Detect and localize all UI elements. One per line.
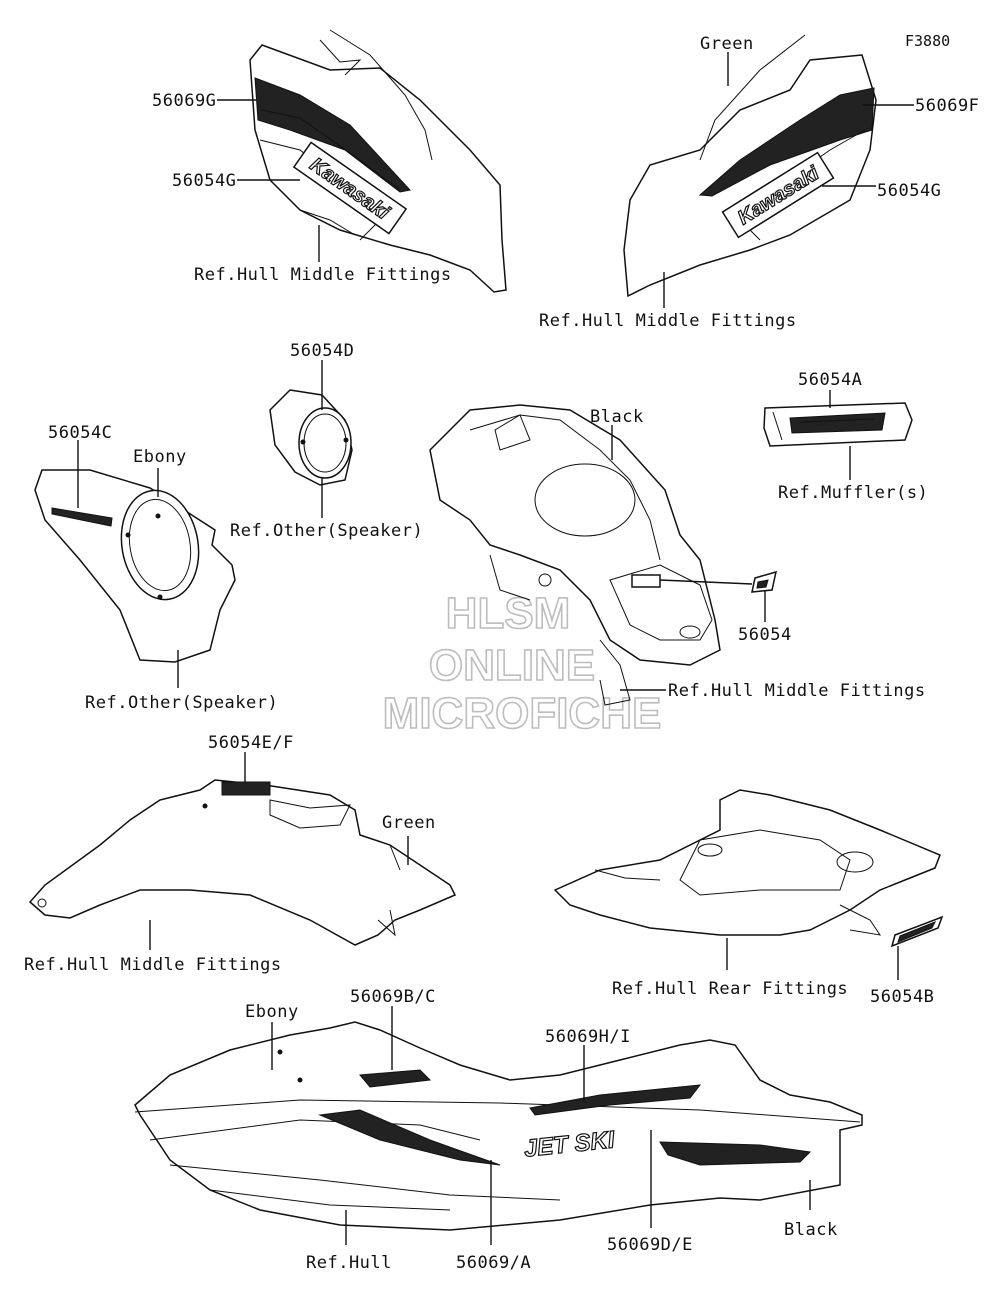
label-56054EF: 56054E/F [208,733,294,753]
watermark: HLSM ONLINE MICROFICHE [382,588,662,739]
label-56069DE: 56069D/E [607,1235,693,1255]
label-ref-hull-middle-left: Ref.Hull Middle Fittings [194,265,452,285]
label-ref-hull-middle-right: Ref.Hull Middle Fittings [539,311,797,331]
label-ref-hull-rear: Ref.Hull Rear Fittings [612,979,848,999]
label-green-top: Green [700,34,754,54]
label-56069BC: 56069B/C [350,987,436,1007]
label-green-mid: Green [382,813,436,833]
label-56054B: 56054B [870,987,934,1007]
decal-56054B [890,915,944,948]
label-56054G-left: 56054G [172,171,236,191]
figure-id: F3880 [905,32,950,50]
hull: JET SKI [134,1021,863,1231]
label-56054A: 56054A [798,370,862,390]
label-56054C: 56054C [48,423,112,443]
label-ref-other-speaker-left: Ref.Other(Speaker) [85,693,278,713]
left-side-panel: Kawasaki [249,29,507,293]
label-ref-hull-middle-lower: Ref.Hull Middle Fittings [24,955,282,975]
rear-deck [553,789,941,936]
label-ref-mufflers: Ref.Muffler(s) [778,483,928,503]
seat-cover-panel [28,779,457,946]
watermark-line-2: ONLINE [429,641,595,690]
label-56069A: 56069/A [456,1253,531,1273]
label-ref-hull-middle-center: Ref.Hull Middle Fittings [668,681,926,701]
label-ref-other-speaker-mid: Ref.Other(Speaker) [230,521,423,541]
label-56069F: 56069F [915,96,979,116]
watermark-line-3: MICROFICHE [383,689,662,738]
label-56069HI: 56069H/I [545,1027,631,1047]
label-black-mid: Black [590,407,644,427]
label-56054G-right: 56054G [877,181,941,201]
label-ebony-bottom: Ebony [245,1002,299,1022]
muffler-decal [763,402,913,447]
label-ref-hull: Ref.Hull [306,1253,392,1273]
label-56054D: 56054D [290,341,354,361]
watermark-line-1: HLSM [446,589,571,638]
deck-center [429,404,721,706]
label-black-bottom: Black [784,1220,838,1240]
left-speaker-panel [34,469,236,663]
label-56054: 56054 [738,625,792,645]
label-56069G: 56069G [152,91,216,111]
right-side-panel: Kawasaki [623,34,877,298]
decal-56054 [751,570,778,593]
label-ebony-left: Ebony [133,447,187,467]
speaker-cover [269,389,353,486]
